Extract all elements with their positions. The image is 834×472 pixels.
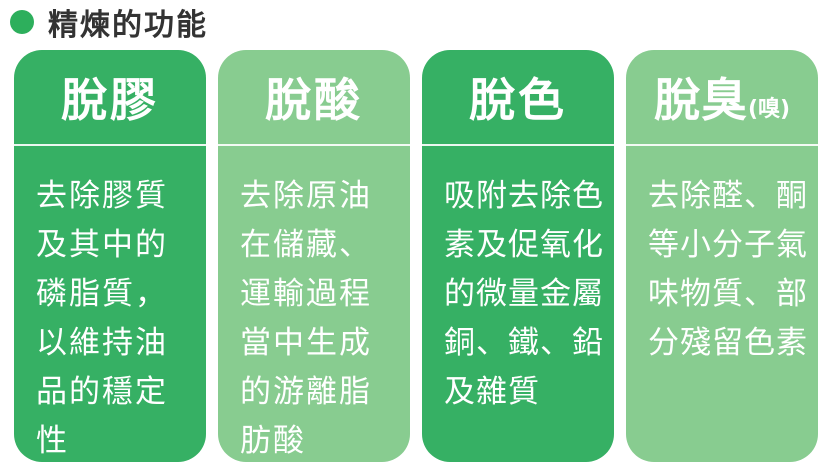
card-body: 去除原油 在儲藏、 運輸過程 當中生成 的游離脂 肪酸 — [218, 146, 410, 462]
card-text-line: 肪酸 — [240, 423, 306, 459]
card-title: 脫臭(嗅) — [654, 64, 790, 130]
card-text-line: 在儲藏、 — [240, 227, 372, 263]
card-text-line: 去除原油 — [240, 178, 372, 214]
card-text-line: 品的穩定 — [36, 374, 168, 410]
card-text-line: 素及促氧化 — [444, 227, 604, 263]
card-decolorization: 脫色 吸附去除色 素及促氧化 的微量金屬 銅、鐵、鉛 及雜質 — [422, 50, 614, 462]
card-text-line: 磷脂質， — [36, 276, 168, 312]
card-text-line: 的游離脂 — [240, 374, 372, 410]
card-text-line: 性 — [36, 423, 69, 459]
card-text-line: 等小分子氣 — [648, 227, 808, 263]
card-header: 脫色 — [422, 50, 614, 146]
card-text-line: 及雜質 — [444, 374, 540, 410]
card-title-sub: (嗅) — [747, 97, 791, 122]
card-deodorization: 脫臭(嗅) 去除醛、酮 等小分子氣 味物質、部 分殘留色素 — [626, 50, 818, 462]
card-text-line: 吸附去除色 — [444, 178, 604, 214]
card-text-line: 的微量金屬 — [444, 276, 604, 312]
card-header: 脫臭(嗅) — [626, 50, 818, 146]
card-header: 脫酸 — [218, 50, 410, 146]
card-title: 脫膠 — [61, 73, 159, 127]
card-text-line: 分殘留色素 — [648, 325, 808, 361]
card-text-line: 銅、鐵、鉛 — [444, 325, 604, 361]
card-body: 吸附去除色 素及促氧化 的微量金屬 銅、鐵、鉛 及雜質 — [422, 146, 614, 417]
card-degumming: 脫膠 去除膠質 及其中的 磷脂質， 以維持油 品的穩定 性 — [14, 50, 206, 462]
card-text-line: 以維持油 — [36, 325, 168, 361]
card-header: 脫膠 — [14, 50, 206, 146]
section-title: 精煉的功能 — [48, 8, 208, 43]
card-body: 去除膠質 及其中的 磷脂質， 以維持油 品的穩定 性 — [14, 146, 206, 462]
card-deacidification: 脫酸 去除原油 在儲藏、 運輸過程 當中生成 的游離脂 肪酸 — [218, 50, 410, 462]
card-body: 去除醛、酮 等小分子氣 味物質、部 分殘留色素 — [626, 146, 818, 368]
bullet-dot-icon — [10, 10, 34, 34]
card-text-line: 當中生成 — [240, 325, 372, 361]
card-text-line: 去除醛、酮 — [648, 178, 808, 214]
section-heading: 精煉的功能 — [10, 2, 208, 43]
card-title: 脫酸 — [265, 73, 363, 127]
card-text-line: 及其中的 — [36, 227, 168, 263]
card-title: 脫色 — [469, 73, 567, 127]
card-title-main: 脫臭 — [653, 73, 748, 127]
card-text-line: 去除膠質 — [36, 178, 168, 214]
card-text-line: 運輸過程 — [240, 276, 372, 312]
card-text-line: 味物質、部 — [648, 276, 808, 312]
